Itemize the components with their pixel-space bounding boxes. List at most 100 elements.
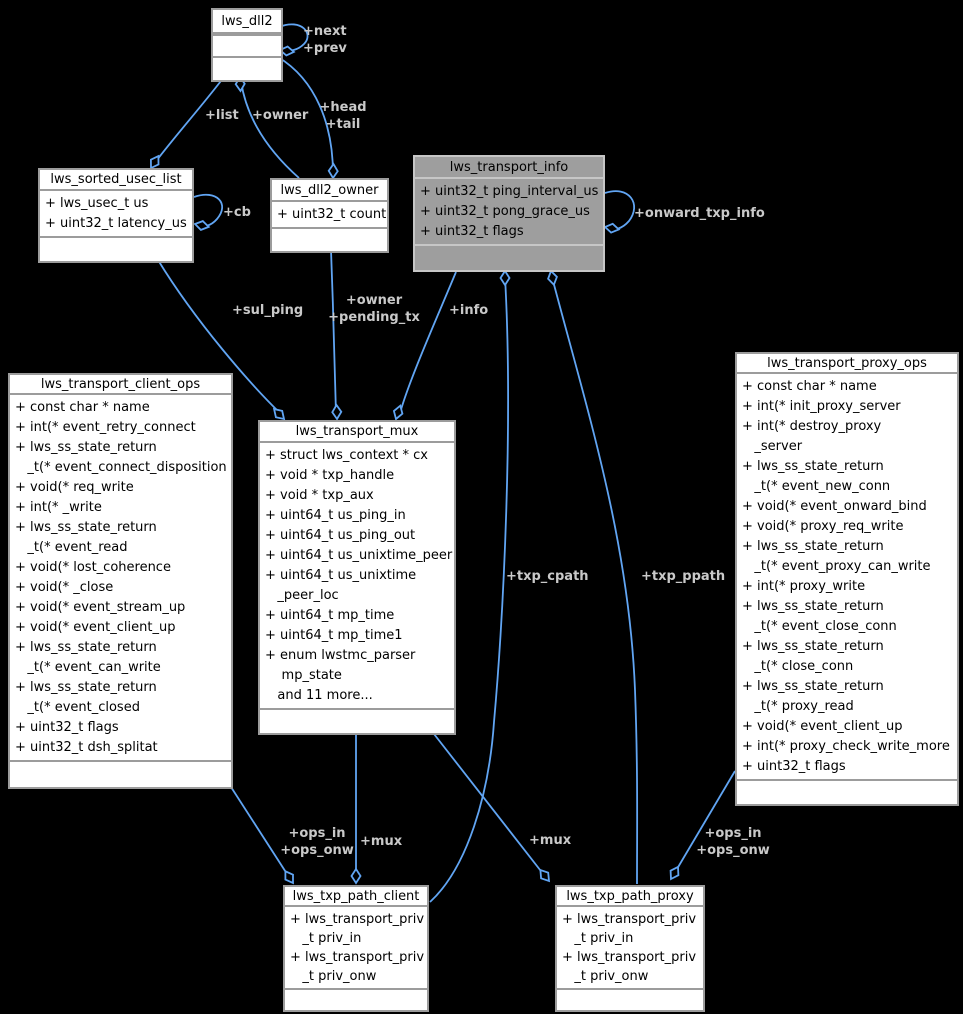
class-field: + enum lwstmc_parser	[265, 648, 416, 663]
aggregation-diamond-icon	[272, 407, 286, 421]
edge-label-line: +sul_ping	[232, 303, 304, 318]
class-field: + void(* event_client_up	[15, 620, 176, 635]
class-fields: + const char * name + int(* event_retry_c…	[10, 395, 231, 760]
class-title: lws_dll2	[213, 10, 281, 34]
edge-label-txp-ppath: +txp_ppath	[641, 568, 725, 585]
class-field: + int(* destroy_proxy	[742, 419, 882, 434]
edge-label-owner-pending-tx: +owner+pending_tx	[328, 292, 420, 326]
class-field: _t(* event_close_conn	[742, 619, 897, 634]
class-empty-compartment	[557, 988, 703, 1010]
aggregation-edge	[330, 249, 337, 415]
class-field: + void(* event_stream_up	[15, 600, 186, 615]
edge-label-line: +ops_in	[288, 826, 346, 841]
aggregation-edge	[277, 56, 334, 175]
class-fields: + lws_transport_priv _t priv_in+ lws_tra…	[557, 907, 703, 988]
edge-label-line: +onward_txp_info	[634, 206, 765, 221]
class-field: + uint64_t us_ping_out	[265, 528, 416, 543]
class-lws-sorted-usec-list[interactable]: lws_sorted_usec_list + lws_usec_t us + uin…	[38, 168, 194, 263]
class-lws-transport-mux[interactable]: lws_transport_mux+ struct lws_context * …	[258, 420, 456, 735]
class-empty-compartment	[285, 988, 427, 1010]
class-field: + uint32_t dsh_splitat	[15, 740, 158, 755]
aggregation-edge	[604, 190, 635, 231]
class-field: + lws_ss_state_return	[15, 640, 157, 655]
class-lws-dll2[interactable]: lws_dll2	[211, 8, 283, 82]
class-lws-txp-path-client[interactable]: lws_txp_path_client+ lws_transport_priv …	[283, 885, 429, 1012]
edge-label-line: +ops_in	[704, 826, 762, 841]
class-field: + uint64_t us_ping_in	[265, 508, 406, 523]
class-field: + int(* event_retry_connect	[15, 420, 196, 435]
class-field: + lws_ss_state_return	[742, 639, 884, 654]
class-field: _t(* event_new_conn	[742, 479, 891, 494]
class-field: + uint32_t latency_us	[45, 216, 187, 231]
aggregation-diamond-icon	[499, 269, 511, 287]
class-field: + void(* req_write	[15, 480, 134, 495]
class-field: + void * txp_aux	[265, 488, 374, 503]
class-fields: + uint32_t count	[272, 202, 387, 227]
edge-label-list: +list	[205, 107, 239, 124]
class-field: + uint32_t ping_interval_us	[420, 184, 599, 199]
edge-label-mux-right: +mux	[529, 832, 571, 849]
edge-label-ops-left: +ops_in+ops_onw	[280, 825, 354, 859]
class-lws-transport-info[interactable]: lws_transport_info+ uint32_t ping_interv…	[413, 155, 605, 272]
class-title: lws_transport_client_ops	[10, 375, 231, 395]
edge-label-line: +owner	[345, 293, 403, 308]
aggregation-edge	[433, 733, 545, 876]
class-field: + lws_ss_state_return	[15, 680, 157, 695]
aggregation-edge	[153, 76, 225, 165]
edge-label-info: +info	[449, 302, 488, 319]
aggregation-edge	[157, 259, 282, 415]
class-field: + void(* lost_coherence	[15, 560, 171, 575]
class-field: _server	[742, 439, 803, 454]
class-field: + const char * name	[15, 400, 150, 415]
class-field: + struct lws_context * cx	[265, 448, 428, 463]
class-field: _t priv_in	[562, 931, 634, 946]
class-field: + lws_ss_state_return	[742, 679, 884, 694]
class-field: + void(* proxy_req_write	[742, 519, 904, 534]
aggregation-diamond-icon	[350, 867, 362, 885]
aggregation-diamond-icon	[284, 869, 294, 885]
class-lws-transport-client-ops[interactable]: lws_transport_client_ops+ const char * n…	[8, 373, 233, 789]
class-empty-compartment	[415, 244, 603, 270]
edge-label-line: +cb	[223, 205, 251, 220]
class-field: + lws_usec_t us	[45, 196, 149, 211]
class-title: lws_txp_path_proxy	[557, 887, 703, 907]
class-field: _t(* event_closed	[15, 700, 140, 715]
class-field: + uint64_t mp_time1	[265, 628, 403, 643]
edge-label-line: +prev	[303, 41, 347, 56]
class-field: + lws_transport_priv	[290, 950, 425, 965]
class-empty-compartment	[213, 34, 281, 56]
class-field: _t priv_onw	[290, 969, 377, 984]
class-field: + uint64_t mp_time	[265, 608, 395, 623]
class-field: _peer_loc	[265, 588, 339, 603]
edge-label-line: +tail	[325, 117, 361, 132]
edge-label-line: +info	[449, 303, 489, 318]
aggregation-edge	[230, 786, 290, 878]
aggregation-diamond-icon	[603, 222, 621, 234]
aggregation-diamond-icon	[327, 162, 339, 180]
class-title: lws_sorted_usec_list	[40, 170, 192, 191]
edge-label-line: +ops_onw	[696, 843, 770, 858]
class-field: _t(* event_connect_disposition	[15, 460, 227, 475]
aggregation-diamond-icon	[149, 154, 160, 170]
aggregation-diamond-icon	[392, 404, 404, 421]
edge-label-onward-txp-info: +onward_txp_info	[634, 205, 765, 222]
class-field: _t priv_in	[290, 931, 362, 946]
class-field: + lws_ss_state_return	[15, 440, 157, 455]
edge-label-line: +list	[205, 108, 239, 123]
class-lws-dll2-owner[interactable]: lws_dll2_owner+ uint32_t count	[270, 178, 389, 253]
class-empty-compartment	[737, 779, 957, 804]
class-title: lws_dll2_owner	[272, 180, 387, 202]
edge-label-line: +txp_ppath	[641, 569, 726, 584]
class-field: _t(* close_conn	[742, 659, 854, 674]
class-field: + lws_transport_priv	[562, 912, 697, 927]
edge-label-mux-left: +mux	[360, 833, 402, 850]
class-field: + int(* proxy_write	[742, 579, 866, 594]
class-field: + uint32_t flags	[742, 759, 846, 774]
edge-label-line: +mux	[529, 833, 572, 848]
class-field: + void(* event_onward_bind	[742, 499, 927, 514]
edge-label-ops-right: +ops_in +ops_onw	[696, 825, 770, 859]
class-lws-txp-path-proxy[interactable]: lws_txp_path_proxy+ lws_transport_priv _…	[555, 885, 705, 1012]
class-field: + int(* init_proxy_server	[742, 399, 901, 414]
class-lws-transport-proxy-ops[interactable]: lws_transport_proxy_ops+ const char * na…	[735, 352, 959, 806]
